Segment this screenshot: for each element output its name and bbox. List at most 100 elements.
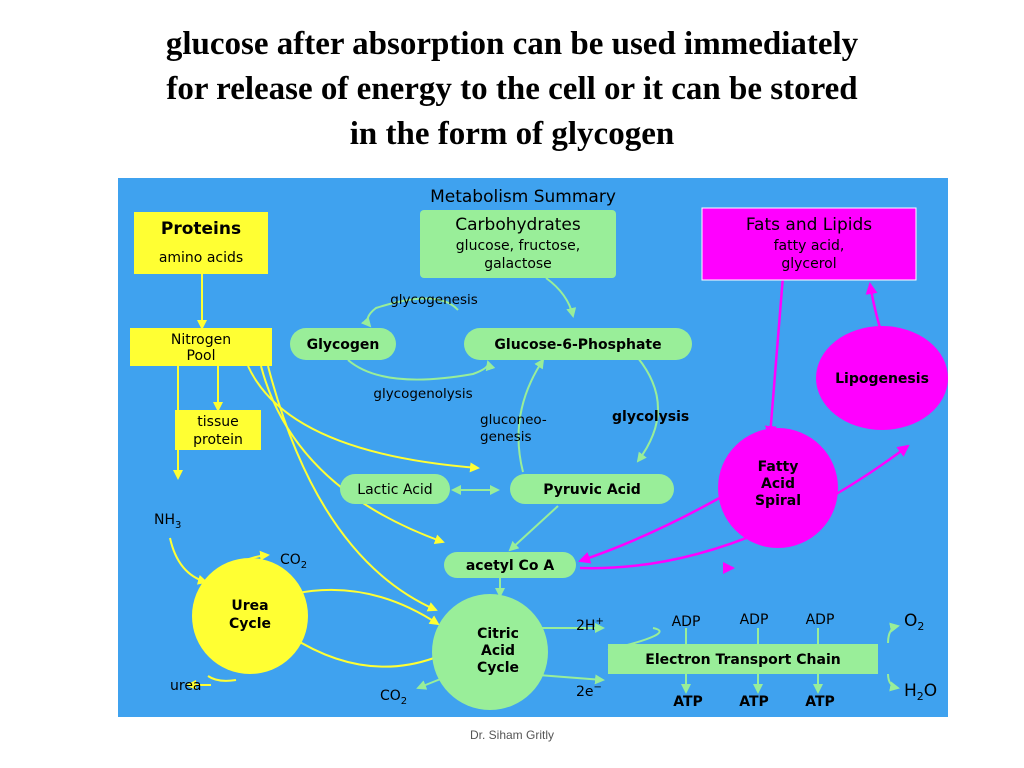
nitrogen-pool-line-2: Pool bbox=[187, 348, 216, 364]
o2-label: O2 bbox=[904, 611, 924, 633]
atp-label-2: ATP bbox=[739, 694, 769, 710]
urea-cycle-line-1: Urea bbox=[231, 598, 268, 614]
carbohydrates-line-1: glucose, fructose, bbox=[456, 238, 580, 254]
proteins-title: Proteins bbox=[161, 219, 241, 239]
fatty-acid-spiral-node: Fatty Acid Spiral bbox=[718, 428, 838, 548]
lactic-acid-label: Lactic Acid bbox=[357, 482, 432, 498]
tissue-protein-line-1: tissue bbox=[197, 414, 238, 430]
adp-label-1: ADP bbox=[672, 614, 701, 630]
acetyl-coa-label: acetyl Co A bbox=[466, 558, 554, 574]
magenta-connectors bbox=[578, 275, 910, 574]
acetyl-coa-bg bbox=[444, 552, 576, 578]
nitrogen-pool-line-1: Nitrogen bbox=[171, 332, 231, 348]
fats-box: Fats and Lipids fatty acid, glycerol bbox=[701, 207, 917, 281]
proteins-subtitle: amino acids bbox=[159, 250, 243, 266]
arrow-citric-to-urea bbox=[288, 634, 435, 668]
spiral-line-1: Fatty bbox=[758, 459, 799, 475]
arrow-acetyl-to-lipogenesis bbox=[579, 444, 910, 570]
fats-line-2: glycerol bbox=[781, 256, 836, 272]
arrow-glycolysis bbox=[636, 357, 659, 463]
tissue-protein-bg bbox=[175, 410, 261, 450]
co2-top-label: CO2 bbox=[280, 552, 307, 571]
footer-author: Dr. Siham Gritly bbox=[469, 728, 554, 742]
arrow-nitrogen-to-acetyl bbox=[260, 365, 445, 544]
tissue-protein-line-2: protein bbox=[193, 432, 243, 448]
glycolysis-label: glycolysis bbox=[612, 409, 689, 425]
carbohydrates-line-2: galactose bbox=[484, 256, 552, 272]
nitrogen-pool-box: Nitrogen Pool bbox=[130, 328, 272, 366]
title-line-1: glucose after absorption can be used imm… bbox=[165, 26, 859, 62]
metabolism-diagram-svg: Metabolism Summary Proteins amino acids … bbox=[130, 187, 948, 710]
green-connectors bbox=[347, 277, 900, 694]
pyruvic-acid-label: Pyruvic Acid bbox=[543, 482, 641, 498]
urea-cycle-bg bbox=[192, 558, 308, 674]
lactic-acid-node: Lactic Acid bbox=[340, 474, 450, 504]
citric-line-2: Acid bbox=[481, 643, 515, 659]
arrow-carbs-to-g6p bbox=[545, 277, 577, 318]
urea-cycle-line-2: Cycle bbox=[229, 616, 271, 632]
glucose6p-node: Glucose-6-Phosphate bbox=[464, 328, 692, 360]
citric-line-1: Citric bbox=[477, 626, 519, 642]
title-line-2: for release of energy to the cell or it … bbox=[166, 71, 858, 107]
glucose6p-node-bg bbox=[464, 328, 692, 360]
fats-line-1: fatty acid, bbox=[774, 238, 845, 254]
glycogen-node: Glycogen bbox=[290, 328, 396, 360]
urea-label: urea bbox=[170, 678, 202, 694]
arrow-citric-to-2e bbox=[537, 674, 605, 685]
glucose6p-label: Glucose-6-Phosphate bbox=[494, 337, 661, 353]
adp-label-3: ADP bbox=[806, 612, 835, 628]
diagram-heading: Metabolism Summary bbox=[430, 187, 616, 207]
arrow-lipogenesis-to-fats bbox=[865, 282, 882, 329]
acetyl-coa-node: acetyl Co A bbox=[444, 552, 576, 578]
carbohydrates-title: Carbohydrates bbox=[455, 215, 581, 235]
atp-label-1: ATP bbox=[673, 694, 703, 710]
fats-title: Fats and Lipids bbox=[746, 215, 872, 235]
tissue-protein-box: tissue protein bbox=[175, 410, 261, 450]
spiral-line-3: Spiral bbox=[755, 493, 801, 509]
urea-cycle-node: Urea Cycle bbox=[192, 558, 308, 674]
glycogen-node-bg bbox=[290, 328, 396, 360]
lipogenesis-label: Lipogenesis bbox=[835, 371, 929, 387]
pyruvic-acid-bg bbox=[510, 474, 674, 504]
gluconeo-line-2: genesis bbox=[480, 429, 532, 445]
fats-box-bg bbox=[701, 207, 917, 281]
nh3-label: NH3 bbox=[154, 512, 181, 531]
arrow-glycogenolysis bbox=[347, 359, 496, 381]
etc-label: Electron Transport Chain bbox=[645, 652, 840, 668]
carbohydrates-box-bg bbox=[420, 210, 616, 278]
proteins-box-bg bbox=[134, 212, 268, 274]
slide-title: glucose after absorption can be used imm… bbox=[40, 22, 984, 157]
glycogen-label: Glycogen bbox=[307, 337, 380, 353]
arrow-nitrogen-to-citric bbox=[267, 365, 438, 612]
2e-minus-label: 2e− bbox=[576, 682, 602, 700]
metabolism-diagram: Metabolism Summary Proteins amino acids … bbox=[118, 178, 948, 717]
etc-bg bbox=[608, 644, 878, 674]
lipogenesis-node: Lipogenesis bbox=[816, 326, 948, 430]
arrow-etc-to-h2o bbox=[887, 673, 900, 692]
arrow-nitrogen-to-pyruvic bbox=[247, 365, 480, 473]
gluconeo-line-1: gluconeo- bbox=[480, 412, 547, 428]
arrow-fats-to-spiral bbox=[764, 275, 785, 438]
arrow-glycogenesis bbox=[360, 297, 459, 328]
carbohydrates-box: Carbohydrates glucose, fructose, galacto… bbox=[420, 210, 616, 278]
electron-transport-chain-box: Electron Transport Chain bbox=[608, 644, 878, 674]
h2o-label: H2O bbox=[904, 681, 937, 703]
atp-label-3: ATP bbox=[805, 694, 835, 710]
fatty-acid-spiral-bg bbox=[718, 428, 838, 548]
lipogenesis-bg bbox=[816, 326, 948, 430]
nitrogen-pool-bg bbox=[130, 328, 272, 366]
arrow-spiral-to-acetyl bbox=[578, 494, 724, 564]
proteins-box: Proteins amino acids bbox=[134, 212, 268, 274]
arrow-pyruvic-to-acetyl bbox=[508, 505, 559, 552]
arrow-citric-to-co2 bbox=[416, 677, 444, 690]
2h-plus-label: 2H+ bbox=[576, 616, 604, 634]
lactic-acid-bg bbox=[340, 474, 450, 504]
glycogenolysis-label: glycogenolysis bbox=[373, 386, 472, 402]
arrow-gluconeogenesis bbox=[517, 358, 545, 473]
glycogenesis-label: glycogenesis bbox=[390, 292, 478, 308]
title-line-3: in the form of glycogen bbox=[349, 116, 675, 152]
urea-out-line bbox=[207, 675, 237, 682]
pyruvic-acid-node: Pyruvic Acid bbox=[510, 474, 674, 504]
citric-acid-cycle-node: Citric Acid Cycle bbox=[432, 594, 548, 710]
citric-line-3: Cycle bbox=[477, 660, 519, 676]
